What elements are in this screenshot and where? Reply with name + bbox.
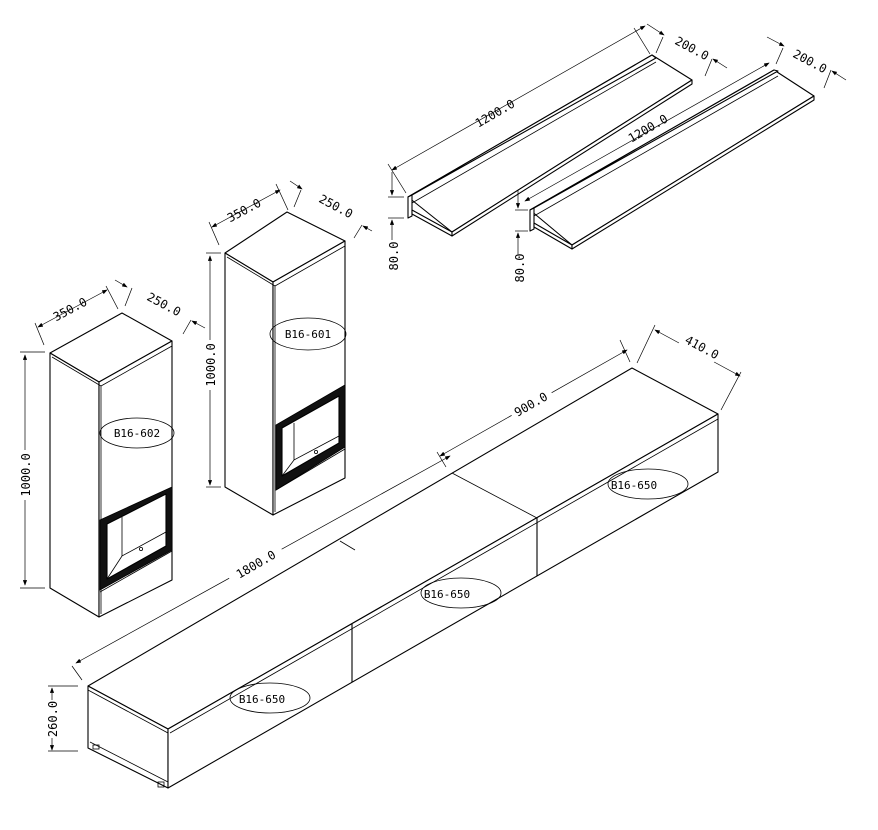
cabinet-b16-601: B16-601 350.0 250.0 1000.0 xyxy=(202,180,373,516)
cabinet-b16-602-code: B16-602 xyxy=(114,427,160,440)
cabinet-b16-601-width-label: 350.0 xyxy=(225,196,263,225)
tv-height-label: 260.0 xyxy=(46,701,60,737)
cabinet-b16-602-height-label: 1000.0 xyxy=(19,453,33,496)
cabinet-b16-602-depth-label: 250.0 xyxy=(145,290,183,319)
cabinet-b16-602-width-label: 350.0 xyxy=(51,295,89,324)
shelf-1-length-label: 1200.0 xyxy=(473,97,518,131)
callout-ellipse xyxy=(269,317,347,351)
tv-total-length-label: 1800.0 xyxy=(234,548,279,582)
callout-ellipse xyxy=(99,417,175,449)
cabinet-b16-601-code: B16-601 xyxy=(285,328,331,341)
cabinet-b16-601-height-label: 1000.0 xyxy=(204,343,218,386)
tv-module-1-code: B16-650 xyxy=(239,693,285,706)
tv-unit: B16-650 B16-650 B16-650 1800.0 900.0 410… xyxy=(46,324,742,789)
cabinet-b16-601-depth-label: 250.0 xyxy=(317,192,355,221)
shelf-2-height-label: 80.0 xyxy=(513,254,527,283)
shelf-1-height-label: 80.0 xyxy=(387,242,401,271)
callout-ellipse xyxy=(229,682,311,714)
shelf-2-depth-label: 200.0 xyxy=(791,47,829,76)
tv-depth-label: 410.0 xyxy=(683,333,721,362)
shelf-1-depth-label: 200.0 xyxy=(673,34,711,63)
callout-ellipse xyxy=(607,468,689,500)
tv-module-2-code: B16-650 xyxy=(424,588,470,601)
tv-module-3-code: B16-650 xyxy=(611,479,657,492)
cabinet-b16-602: B16-602 350.0 250.0 1000.0 xyxy=(17,279,206,618)
wall-shelf-2: 1200.0 200.0 80.0 xyxy=(513,36,847,283)
